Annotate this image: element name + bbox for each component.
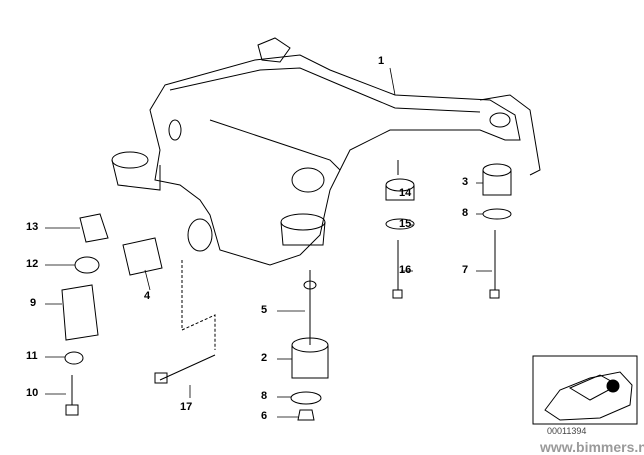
leader-lines [45,67,492,418]
subframe [111,37,541,266]
part-label-12[interactable]: 12 [26,258,39,270]
part-label-8[interactable]: 8 [462,207,469,219]
part-label-13[interactable]: 13 [26,221,39,233]
part-label-16[interactable]: 16 [399,264,412,276]
part-label-5[interactable]: 5 [261,304,268,316]
part-label-15[interactable]: 15 [399,218,412,230]
part-label-6[interactable]: 6 [261,410,268,422]
part-label-8b[interactable]: 8 [261,390,268,402]
watermark: www.bimmers.no [540,439,644,455]
part-label-4[interactable]: 4 [144,290,151,302]
part-label-1[interactable]: 1 [378,55,385,67]
part-label-2[interactable]: 2 [261,352,268,364]
part-label-9[interactable]: 9 [30,297,37,309]
loose-parts [61,160,512,421]
part-label-10[interactable]: 10 [26,387,39,399]
part-label-7[interactable]: 7 [462,264,469,276]
part-label-3[interactable]: 3 [462,176,469,188]
part-label-14[interactable]: 14 [399,187,412,199]
part-label-11[interactable]: 11 [26,350,38,362]
car-locator-inset [532,355,638,425]
image-code: 00011394 [547,426,587,436]
part-label-17[interactable]: 17 [180,401,193,413]
